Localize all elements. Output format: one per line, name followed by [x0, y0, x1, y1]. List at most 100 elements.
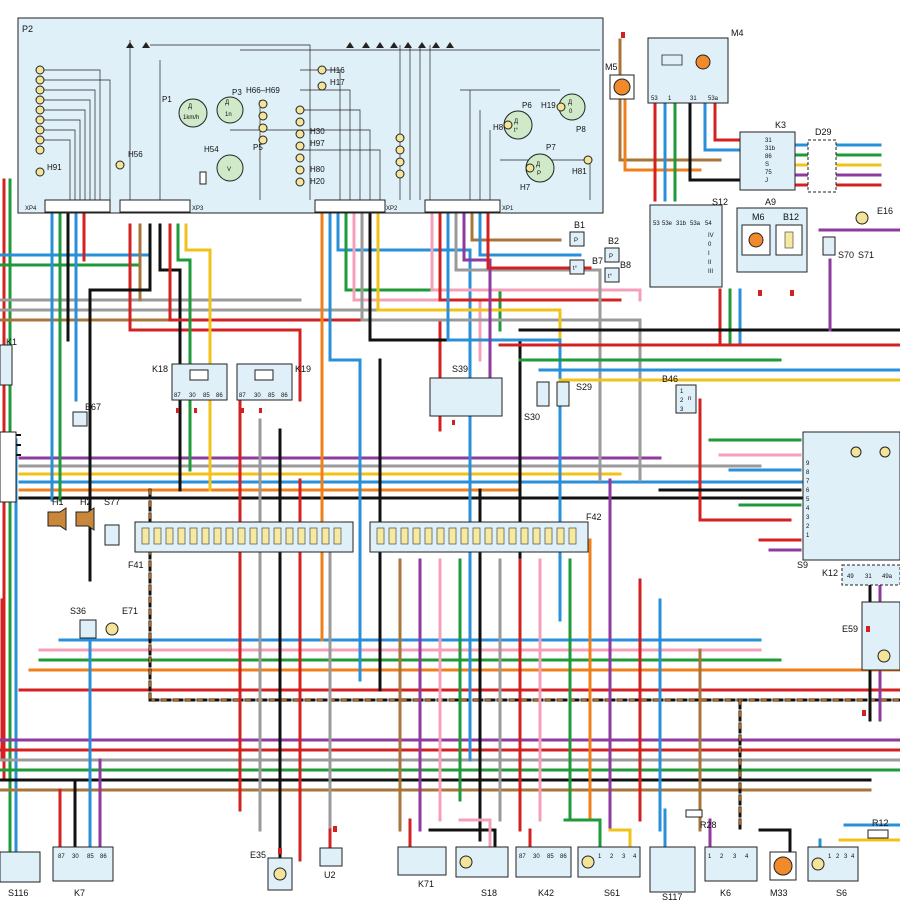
unit-u2 — [319, 847, 343, 867]
label-b7: B7 — [592, 256, 603, 266]
label-u2: U2 — [324, 870, 336, 880]
label-s39: S39 — [452, 364, 468, 374]
label-h66-h69: H66–H69 — [246, 86, 280, 95]
svg-text:85: 85 — [87, 854, 94, 860]
unit-a9 — [736, 207, 808, 273]
label-s6: S6 — [836, 888, 847, 898]
unit-e59 — [861, 601, 900, 671]
svg-text:87: 87 — [239, 393, 246, 399]
svg-text:Д: Д — [225, 100, 229, 106]
label-h2: H2 — [80, 497, 92, 507]
unit-s117 — [649, 846, 696, 893]
svg-text:0: 0 — [569, 109, 573, 115]
h56-lamp-icon — [115, 160, 125, 170]
svg-text:2: 2 — [680, 398, 684, 404]
relay-k1 — [0, 344, 13, 386]
relay-k42: 87 30 85 86 — [515, 846, 572, 878]
svg-text:1n: 1n — [225, 112, 232, 118]
p2-instrument-cluster: P2 — [17, 17, 604, 214]
svg-text:2: 2 — [610, 854, 614, 860]
label-k3: K3 — [775, 120, 786, 130]
svg-text:1: 1 — [806, 533, 810, 539]
gauge-p8: Д0 — [558, 93, 586, 121]
label-b12: B12 — [783, 212, 799, 222]
svg-text:2: 2 — [836, 854, 840, 860]
svg-text:1: 1 — [680, 389, 684, 395]
svg-text:J: J — [765, 178, 768, 184]
label-s61: S61 — [604, 888, 620, 898]
svg-text:9: 9 — [806, 461, 810, 467]
svg-text:V: V — [227, 167, 231, 173]
svg-text:87: 87 — [519, 854, 526, 860]
label-p7: P7 — [546, 143, 556, 152]
label-s30: S30 — [524, 412, 540, 422]
connector-xp4: XP4 — [25, 199, 111, 213]
label-e59: E59 — [842, 624, 858, 634]
label-s116: S116 — [8, 888, 28, 898]
svg-text:3: 3 — [733, 854, 737, 860]
label-s18: S18 — [481, 888, 497, 898]
svg-text:I: I — [708, 251, 710, 257]
label-s9: S9 — [797, 560, 808, 570]
label-s77: S77 — [104, 497, 120, 507]
svg-text:86: 86 — [281, 393, 288, 399]
svg-text:30: 30 — [189, 393, 196, 399]
label-p8: P8 — [576, 125, 586, 134]
label-h80: H80 — [310, 165, 325, 174]
svg-text:53a: 53a — [690, 221, 701, 227]
label-p3: P3 — [232, 88, 242, 97]
unit-e35 — [267, 857, 293, 891]
svg-text:P: P — [537, 171, 541, 177]
unit-s18 — [455, 846, 509, 878]
label-b2: B2 — [608, 236, 619, 246]
ground-markers — [176, 32, 870, 854]
connector-xp1: XP1 — [424, 199, 514, 213]
unit-s116 — [0, 851, 41, 883]
relay-k71 — [397, 846, 447, 876]
label-p5: P5 — [253, 143, 263, 152]
svg-text:31: 31 — [865, 574, 872, 580]
label-m6: M6 — [752, 212, 765, 222]
svg-text:75: 75 — [765, 170, 772, 176]
svg-text:3: 3 — [622, 854, 626, 860]
resistor-r28 — [685, 809, 703, 818]
label-h56: H56 — [128, 150, 143, 159]
label-m33: M33 — [770, 888, 788, 898]
p2-diodes — [126, 42, 454, 48]
svg-text:86: 86 — [560, 854, 567, 860]
connector-left — [0, 431, 17, 503]
label-s29: S29 — [576, 382, 592, 392]
label-s12: S12 — [712, 197, 728, 207]
svg-text:31b: 31b — [676, 221, 687, 227]
svg-text:4: 4 — [633, 854, 637, 860]
svg-text:0: 0 — [708, 242, 712, 248]
label-k19: K19 — [295, 364, 311, 374]
svg-text:t°: t° — [608, 274, 613, 280]
sensor-b46: 123 n — [675, 384, 697, 414]
label-h97: H97 — [310, 139, 325, 148]
label-b8: B8 — [620, 260, 631, 270]
label-k42: K42 — [538, 888, 554, 898]
wires — [0, 38, 900, 882]
label-m5: M5 — [605, 62, 618, 72]
h19-lamp-icon — [556, 102, 566, 112]
svg-text:3: 3 — [806, 515, 810, 521]
svg-text:1km/h: 1km/h — [183, 115, 199, 121]
unit-s6: 1 2 3 4 — [807, 846, 859, 882]
svg-text:53: 53 — [653, 221, 660, 227]
gauge-p3: Д 1n — [216, 96, 244, 124]
switch-s39 — [429, 377, 503, 417]
h8-lamp-icon — [503, 120, 513, 130]
svg-text:53e: 53e — [662, 221, 673, 227]
svg-text:XP2: XP2 — [386, 206, 398, 212]
svg-text:P: P — [609, 254, 613, 260]
label-b67: B67 — [85, 402, 101, 412]
h7-lamp-icon — [525, 163, 535, 173]
svg-text:t°: t° — [573, 266, 578, 272]
connector-xp3: XP3 — [119, 199, 204, 213]
label-h19: H19 — [541, 101, 556, 110]
label-p6: P6 — [522, 101, 532, 110]
svg-text:6: 6 — [806, 488, 810, 494]
svg-text:Д: Д — [536, 162, 540, 168]
